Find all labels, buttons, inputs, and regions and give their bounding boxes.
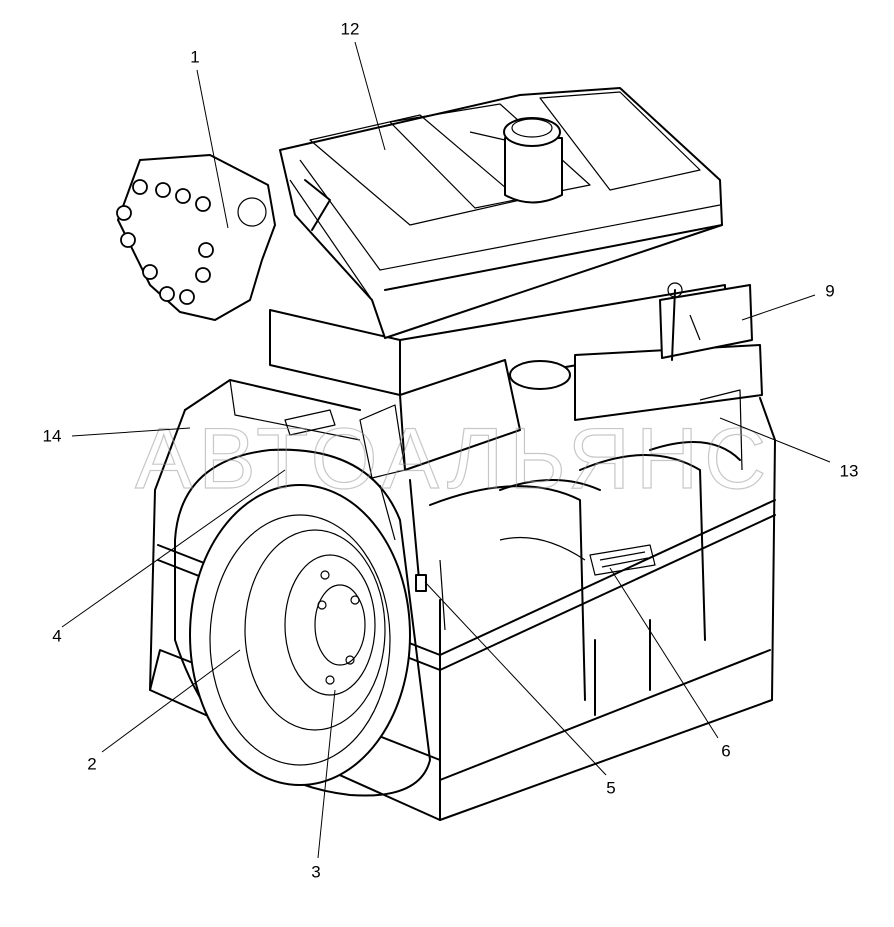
callout-3: 3 <box>311 862 320 881</box>
callout-13: 13 <box>840 461 859 480</box>
leader-lines <box>61 41 831 859</box>
callout-12: 12 <box>341 19 360 38</box>
main-drum <box>174 448 431 797</box>
callout-2: 2 <box>87 754 96 773</box>
callout-6: 6 <box>721 741 730 760</box>
expansion-tank <box>279 87 723 339</box>
upper-frame <box>359 282 763 479</box>
callout-4: 4 <box>52 626 61 645</box>
callout-5: 5 <box>606 778 615 797</box>
callout-14: 14 <box>43 426 62 445</box>
filter-cylinders <box>429 441 741 701</box>
detail-parts <box>284 409 656 592</box>
callout-1: 1 <box>190 47 199 66</box>
callout-9: 9 <box>825 281 834 300</box>
watermark-text: АВТОАЛЬЯНС <box>135 411 772 507</box>
mounting-bracket <box>116 154 276 321</box>
